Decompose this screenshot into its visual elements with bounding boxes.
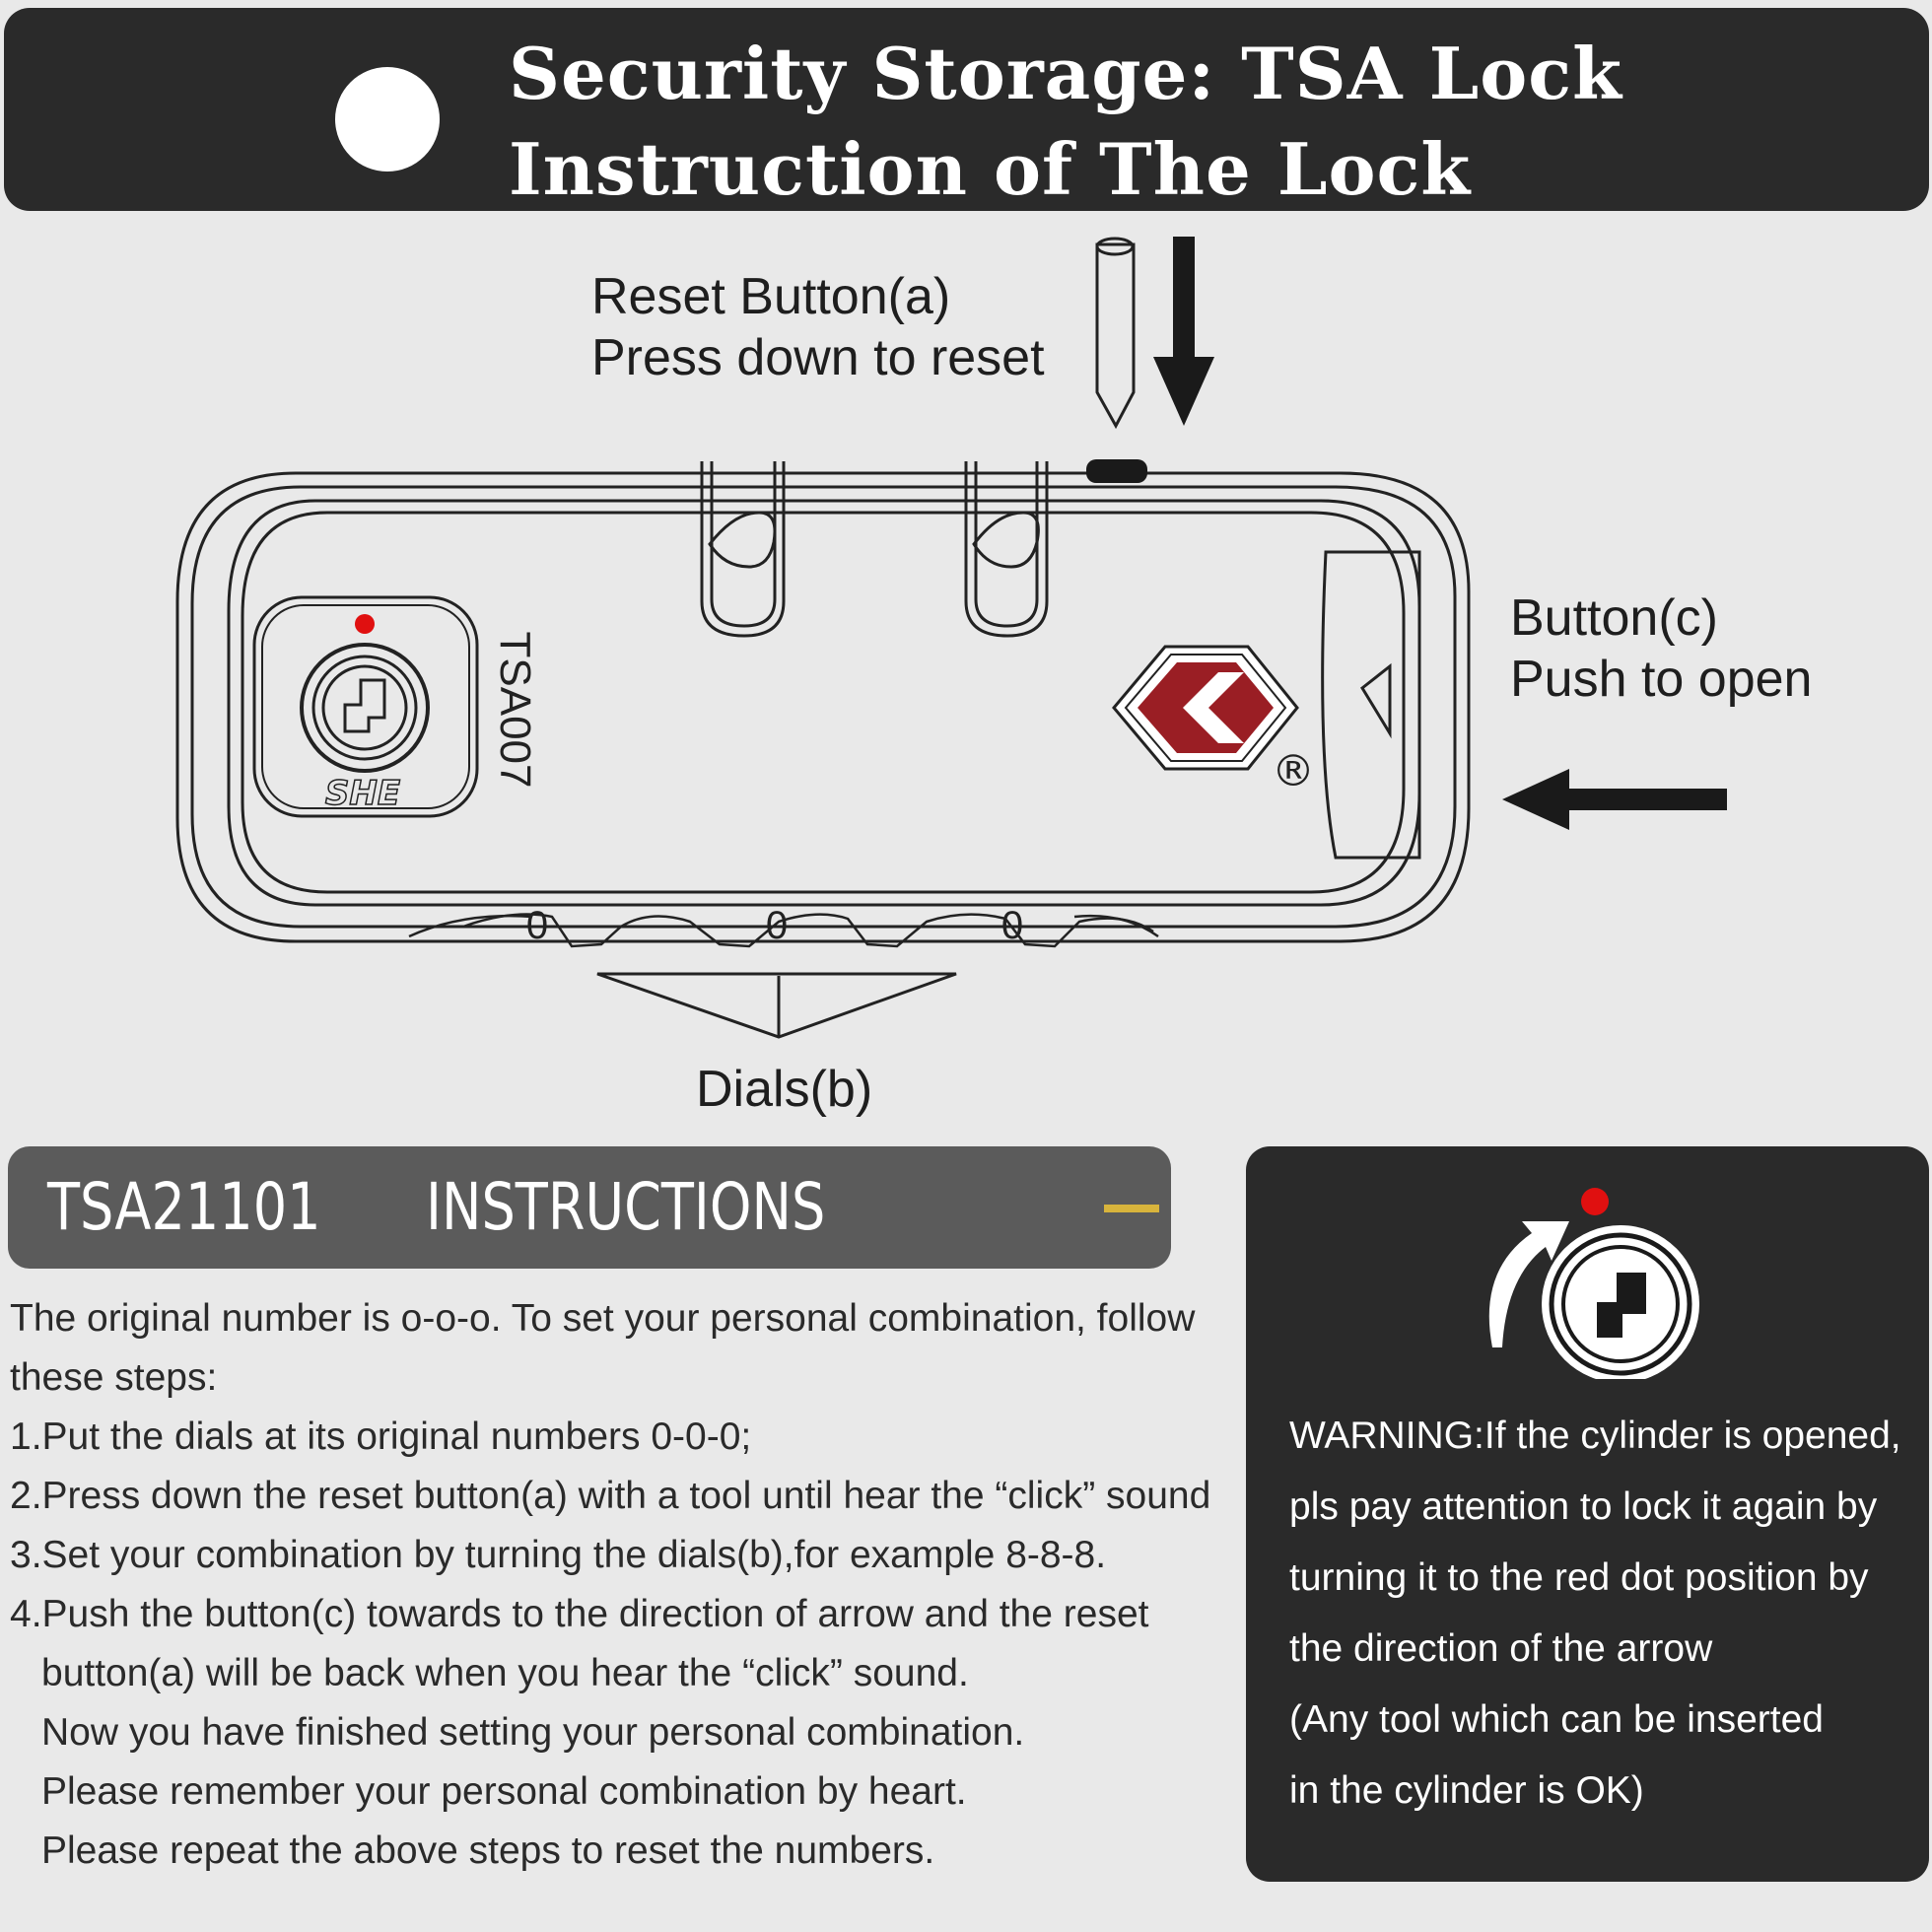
dials (408, 913, 1159, 948)
brand-mark: SHE (325, 774, 400, 813)
intro-line-1: The original number is o-o-o. To set you… (10, 1297, 1196, 1340)
keyhole-icon (1597, 1273, 1646, 1338)
banner-title: Security Storage: TSA Lock Instruction o… (509, 26, 1622, 217)
reset-button-action: Press down to reset (591, 329, 1045, 386)
dials-bracket (596, 972, 957, 1039)
dial-1-value: 0 (526, 904, 548, 947)
step-4-line-1: 4.Push the button(c) towards to the dire… (10, 1593, 1149, 1635)
open-button-name: Button(c) (1510, 589, 1718, 647)
step-2: 2.Press down the reset button(a) with a … (10, 1475, 1211, 1517)
warning-line-6: in the cylinder is OK) (1289, 1769, 1644, 1812)
dial-3-value: 0 (1001, 904, 1023, 947)
reset-tool-icon (1095, 242, 1136, 430)
dials-label: Dials(b) (696, 1061, 873, 1118)
red-dot-indicator (1581, 1188, 1609, 1215)
cylinder-diagram (1488, 1188, 1699, 1379)
intro-line-2: these steps: (10, 1356, 218, 1399)
registered-mark: ® (1272, 746, 1315, 796)
warning-line-2: pls pay attention to lock it again by (1289, 1485, 1878, 1528)
accent-dash (1104, 1205, 1159, 1212)
lock-body (175, 471, 1471, 943)
instructions-header: TSA21101 INSTRUCTIONS (8, 1146, 1171, 1269)
keyhole-module (252, 595, 479, 818)
warning-text: WARNING:If the cylinder is opened, pls p… (1289, 1401, 1920, 1827)
open-button (1321, 550, 1421, 860)
warning-panel: WARNING:If the cylinder is opened, pls p… (1246, 1146, 1929, 1882)
dial-2-value: 0 (766, 904, 788, 947)
reset-button-label: Reset Button(a) Press down to reset (591, 266, 1045, 388)
keyhole-icon (343, 678, 386, 733)
tsa-logo-icon (1112, 645, 1299, 771)
lock-diagram: SHE TSA007 ® 0 0 0 (175, 237, 1727, 1039)
warning-line-4: the direction of the arrow (1289, 1627, 1713, 1670)
warning-line-3: turning it to the red dot position by (1289, 1556, 1869, 1599)
header-banner: Security Storage: TSA Lock Instruction o… (4, 8, 1929, 211)
red-dot-indicator (355, 614, 375, 634)
note-3: Please repeat the above steps to reset t… (41, 1829, 935, 1872)
top-slots (700, 461, 1049, 638)
reset-button (1086, 459, 1147, 483)
down-arrow-icon (1153, 237, 1214, 426)
left-arrow-icon (1502, 769, 1727, 830)
triangle-indicator-icon (1360, 662, 1392, 739)
step-4-line-2: button(a) will be back when you hear the… (41, 1652, 969, 1694)
step-1: 1.Put the dials at its original numbers … (10, 1415, 752, 1458)
reset-button-name: Reset Button(a) (591, 268, 951, 325)
model-mark: TSA007 (491, 632, 539, 789)
step-3: 3.Set your combination by turning the di… (10, 1534, 1107, 1576)
title-line-1: Security Storage: TSA Lock (509, 32, 1622, 115)
warning-line-1: WARNING:If the cylinder is opened, (1289, 1414, 1901, 1457)
instructions-model: TSA21101 (47, 1169, 321, 1245)
bullet-dot (335, 67, 440, 172)
note-2: Please remember your personal combinatio… (41, 1770, 967, 1813)
note-1: Now you have finished setting your perso… (41, 1711, 1025, 1754)
warning-line-5: (Any tool which can be inserted (1289, 1698, 1824, 1741)
instructions-heading: INSTRUCTIONS (426, 1169, 826, 1245)
open-button-action: Push to open (1510, 651, 1813, 708)
title-line-2: Instruction of The Lock (509, 127, 1472, 211)
open-button-label: Button(c) Push to open (1510, 587, 1812, 710)
instructions-body: The original number is o-o-o. To set you… (10, 1289, 1232, 1881)
rotate-arrow-icon (1488, 1221, 1569, 1347)
